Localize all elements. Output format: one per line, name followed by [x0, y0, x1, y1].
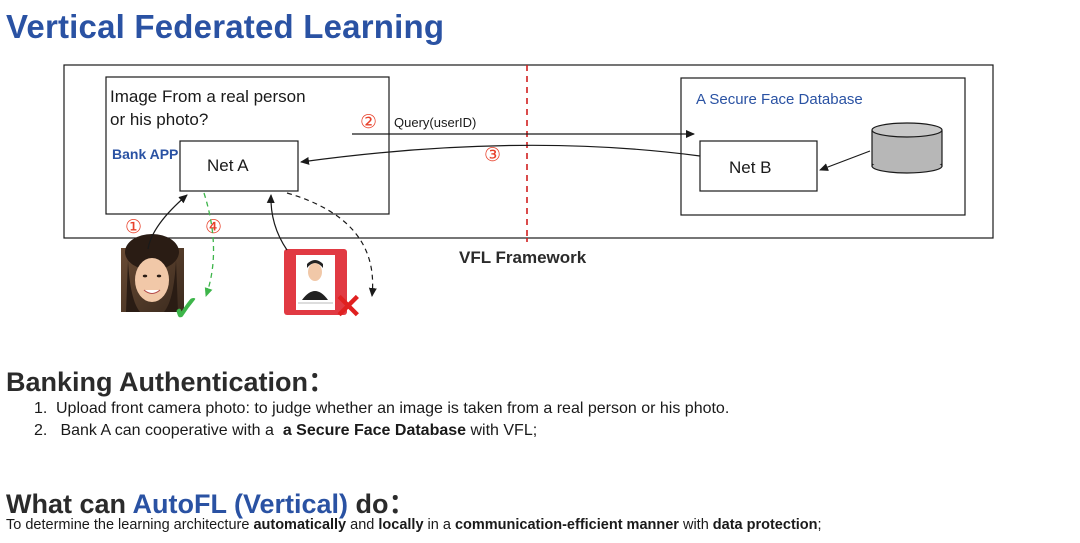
reject-cross-icon: ✕ — [334, 288, 363, 326]
query-label: Query(userID) — [394, 115, 476, 130]
desc-bold: automatically — [253, 517, 347, 533]
netb-to-neta-arrow — [300, 144, 701, 165]
phone-to-neta-arrow — [266, 194, 288, 251]
list-item-number: 2. — [34, 422, 48, 439]
desc-text: in a — [423, 517, 455, 533]
net-b-box — [699, 140, 818, 192]
page-title: Vertical Federated Learning — [6, 8, 445, 45]
section1-heading-text: Banking Authentication — [6, 367, 308, 397]
list-item-text: with VFL; — [466, 422, 538, 439]
section2-heading-post: do — [348, 489, 389, 519]
face-to-neta-arrow — [147, 194, 188, 250]
section2-heading-product: AutoFL (Vertical) — [132, 489, 349, 519]
desc-bold: data protection — [712, 517, 818, 533]
list-item: 2. Bank A can cooperative with a a Secur… — [34, 420, 729, 442]
bank-app-label: Bank APP — [112, 146, 178, 162]
desc-bold: communication-efficient manner — [454, 517, 679, 533]
accept-check-icon: ✓ — [172, 290, 201, 328]
net-a-label: Net A — [207, 156, 249, 175]
autofl-description: To determine the learning architecture a… — [6, 517, 822, 533]
net-a-box — [179, 140, 299, 192]
database-icon — [871, 122, 943, 174]
list-item-text: Bank A can cooperative with a — [56, 422, 283, 439]
section2-heading: What can AutoFL (Vertical) do： — [6, 482, 416, 521]
desc-text: To determine the learning architecture — [6, 517, 254, 533]
bank-question-line1: Image From a real person — [110, 87, 306, 106]
step-2-marker: ② — [360, 112, 377, 133]
step-1-marker: ① — [125, 217, 142, 238]
list-item-bold: a Secure Face Database — [282, 422, 467, 439]
real-face-photo — [121, 234, 184, 312]
section2-heading-colon: ： — [388, 489, 416, 519]
bank-question-line2: or his photo? — [110, 110, 208, 129]
step-4-marker: ④ — [205, 217, 222, 238]
auth-steps-list: 1. Upload front camera photo: to judge wh… — [34, 398, 729, 442]
list-item-text: Upload front camera photo: to judge whet… — [56, 400, 730, 417]
phone-photo — [284, 249, 347, 315]
desc-text: ; — [817, 517, 822, 533]
desc-text: and — [346, 517, 379, 533]
section1-heading: Banking Authentication： — [6, 360, 335, 399]
list-item: 1. Upload front camera photo: to judge wh… — [34, 398, 729, 420]
section2-heading-pre: What can — [6, 489, 133, 519]
net-b-label: Net B — [729, 158, 772, 177]
desc-text: with — [678, 517, 713, 533]
secure-db-label: A Secure Face Database — [696, 91, 863, 108]
section1-heading-colon: ： — [308, 367, 335, 397]
neta-to-accept-arrow — [203, 192, 215, 297]
desc-bold: locally — [378, 517, 424, 533]
list-item-number: 1. — [34, 400, 48, 417]
framework-label: VFL Framework — [459, 248, 587, 267]
vfl-diagram: Image From a real person or his photo? B… — [63, 64, 994, 328]
step-3-marker: ③ — [484, 145, 501, 166]
neta-to-reject-arrow — [286, 192, 377, 297]
vfl-framework-box — [63, 64, 994, 239]
db-to-netb-arrow — [819, 150, 871, 171]
